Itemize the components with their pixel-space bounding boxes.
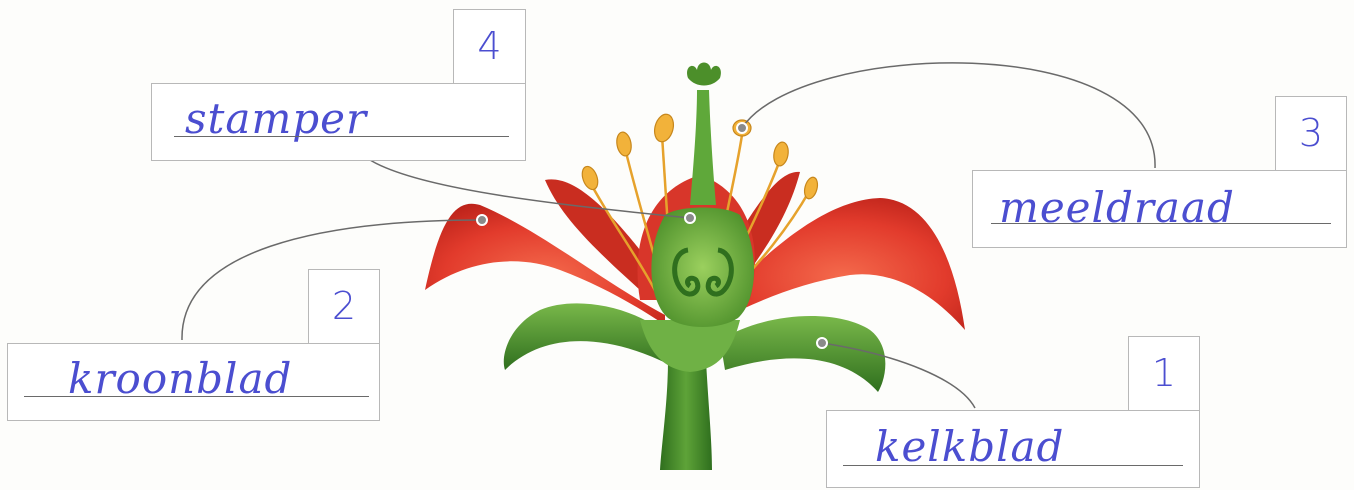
- stem: [660, 360, 712, 470]
- dot-kelkblad: [817, 338, 827, 348]
- anther-1: [579, 164, 600, 191]
- label-text-kroonblad: kroonblad: [68, 358, 292, 400]
- anther-2: [615, 131, 633, 157]
- label-box-meeldraad[interactable]: meeldraad: [972, 170, 1347, 248]
- sepal-right: [720, 316, 885, 392]
- pistil-style: [690, 90, 716, 205]
- dot-kroonblad: [477, 215, 487, 225]
- label-box-kroonblad[interactable]: kroonblad: [7, 343, 380, 421]
- label-number-kelkblad: 1: [1128, 336, 1200, 411]
- label-number-meeldraad: 3: [1275, 96, 1347, 171]
- number-stamper: 4: [477, 24, 501, 68]
- label-text-stamper: stamper: [185, 98, 367, 140]
- leader-meeldraad: [742, 63, 1155, 168]
- dot-meeldraad: [737, 123, 747, 133]
- pistil-ovary: [651, 208, 754, 328]
- anther-3: [652, 112, 677, 144]
- number-kelkblad: 1: [1152, 351, 1176, 395]
- label-underline-stamper: [174, 136, 509, 137]
- label-underline-meeldraad: [991, 223, 1331, 224]
- pistil-stigma: [687, 63, 721, 86]
- label-number-stamper: 4: [453, 9, 526, 84]
- number-meeldraad: 3: [1299, 111, 1323, 155]
- number-kroonblad: 2: [332, 284, 356, 328]
- dot-stamper: [685, 213, 695, 223]
- label-box-kelkblad[interactable]: kelkblad: [826, 410, 1200, 488]
- anther-5: [772, 141, 790, 167]
- label-box-stamper[interactable]: stamper: [151, 83, 526, 161]
- label-number-kroonblad: 2: [308, 269, 380, 344]
- label-underline-kroonblad: [24, 396, 369, 397]
- label-text-kelkblad: kelkblad: [875, 426, 1064, 468]
- label-underline-kelkblad: [843, 465, 1183, 466]
